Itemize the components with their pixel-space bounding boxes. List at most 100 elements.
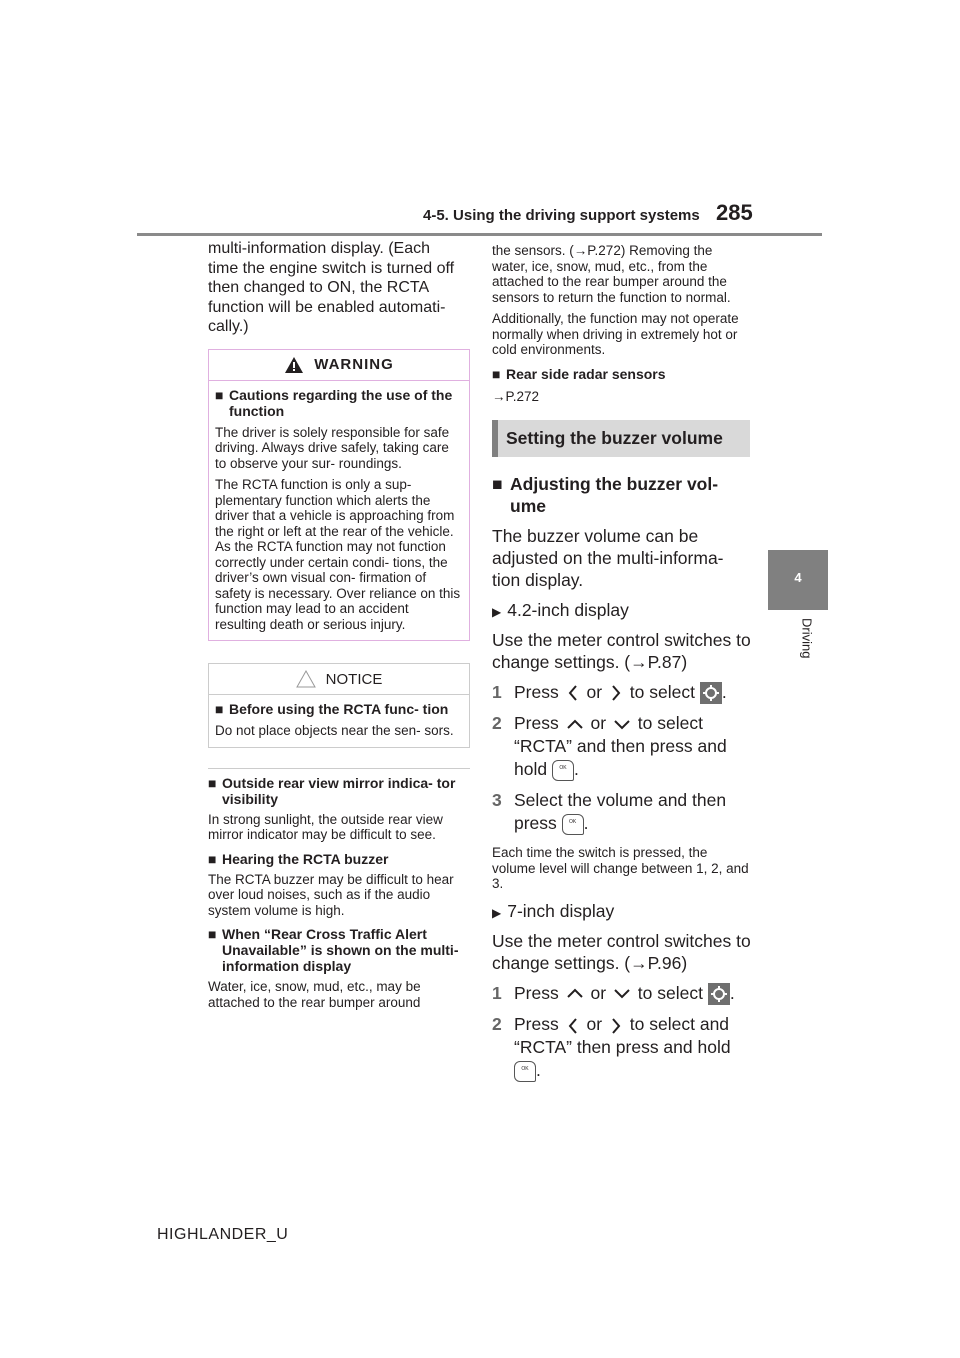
step-text-part: to select “RCTA” and then press and hold — [514, 713, 727, 780]
info-subhead-text: Outside rear view mirror indica- tor vis… — [222, 774, 456, 807]
page-number: 285 — [716, 200, 753, 225]
step-text: Press or to select . — [514, 681, 727, 705]
warning-subhead: ■ Cautions regarding the use of the funct… — [215, 387, 463, 419]
chevron-up-icon — [566, 719, 583, 729]
square-bullet-icon: ■ — [492, 365, 501, 382]
square-bullet-icon: ■ — [208, 774, 217, 791]
paragraph: Use the meter control switches to change… — [492, 630, 751, 672]
step-text: Press or to select “RCTA” and then press… — [514, 712, 754, 782]
ok-button-icon: OK — [551, 760, 574, 782]
warning-paragraph: The RCTA function is only a sup- plement… — [215, 477, 461, 632]
step-text: Select the volume and then press OK. — [514, 789, 754, 836]
info-subhead: ■ When “Rear Cross Traffic Alert Unavaila… — [208, 926, 470, 974]
step: 1 Press or to select . — [492, 982, 754, 1006]
display-option: ▶ 4.2-inch display — [492, 599, 754, 623]
step: 2 Press or to select “RCTA” and then pre… — [492, 712, 754, 782]
display-option-label: 7-inch display — [507, 900, 615, 921]
square-bullet-icon: ■ — [208, 926, 217, 942]
right-column: the sensors. (→P.272) Removing the water… — [492, 243, 754, 1083]
warning-header: WARNING — [209, 350, 469, 381]
chevron-right-icon — [612, 685, 621, 702]
continued-paragraph: the sensors. (→P.272) Removing the water… — [492, 243, 731, 305]
info-paragraph: In strong sunlight, the outside rear vie… — [208, 811, 443, 843]
step: 3 Select the volume and then press OK. — [492, 789, 754, 836]
chapter-tab: 4 — [768, 550, 828, 610]
page-header-title: 4-5. Using the driving support systems — [423, 207, 700, 224]
notice-subhead-text: Before using the RCTA func- tion — [229, 701, 449, 717]
step-text: Press or to select . — [514, 982, 735, 1006]
notice-subhead: ■ Before using the RCTA func- tion — [215, 701, 463, 717]
step-number: 1 — [492, 682, 502, 702]
settings-gear-icon — [699, 682, 722, 705]
square-bullet-icon: ■ — [215, 386, 224, 403]
step-text-part: Select the volume and then press — [514, 790, 727, 834]
info-subhead-text: Hearing the RCTA buzzer — [222, 850, 389, 867]
chevron-up-icon — [566, 988, 583, 998]
subsection-heading: ■ Adjusting the buzzer vol- ume — [492, 473, 754, 517]
note: Each time the switch is pressed, the vol… — [492, 845, 749, 892]
step-text-part: Press — [514, 682, 559, 702]
info-subhead: ■ Hearing the RCTA buzzer — [208, 851, 470, 867]
notice-header: NOTICE — [209, 664, 469, 695]
square-bullet-icon: ■ — [208, 850, 217, 867]
square-bullet-icon: ■ — [492, 474, 503, 494]
step-text-part: or — [586, 682, 603, 702]
caution-icon — [295, 670, 316, 688]
notice-box: NOTICE ■ Before using the RCTA func- tion… — [208, 663, 470, 748]
step-text-part: . — [721, 682, 727, 702]
info-paragraph: The RCTA buzzer may be difficult to hear… — [208, 871, 454, 918]
info-section: ■ Outside rear view mirror indica- tor vi… — [208, 767, 470, 1011]
warning-subhead-text: Cautions regarding the use of the functi… — [229, 386, 453, 419]
chapter-label-text: Driving — [799, 618, 815, 659]
notice-paragraph: Do not place objects near the sen- sors. — [215, 723, 454, 738]
step-text-part: Press — [514, 713, 559, 734]
step: 1 Press or to select . — [492, 681, 754, 705]
notice-title: NOTICE — [325, 670, 383, 688]
step-text-part: or — [586, 1014, 603, 1035]
triangle-bullet-icon: ▶ — [492, 905, 502, 920]
header-rule — [137, 233, 822, 236]
step-text-part: to select — [629, 682, 695, 702]
square-bullet-icon: ■ — [215, 701, 224, 717]
section-heading: Setting the buzzer volume — [492, 420, 750, 457]
step-text-part: . — [536, 1060, 541, 1081]
step-text-part: to select — [637, 982, 703, 1003]
step-text-part: or — [590, 982, 607, 1003]
chevron-left-icon — [568, 685, 577, 702]
step-text-part: . — [729, 982, 735, 1003]
paragraph: Use the meter control switches to change… — [492, 930, 751, 973]
intro-text: multi-information display. (Each time th… — [208, 240, 455, 335]
paragraph: The buzzer volume can be adjusted on the… — [492, 526, 724, 590]
subsection-heading-text: Adjusting the buzzer vol- ume — [510, 474, 719, 516]
left-column: multi-information display. (Each time th… — [208, 239, 470, 1010]
info-subhead: ■ Outside rear view mirror indica- tor vi… — [208, 775, 470, 807]
settings-gear-icon — [707, 983, 730, 1006]
step-text-part: . — [583, 813, 589, 834]
step-text-part: or — [590, 713, 607, 734]
info-subhead: ■Rear side radar sensors — [492, 366, 754, 382]
info-paragraph: Water, ice, snow, mud, etc., may be atta… — [208, 979, 421, 1010]
display-option: ▶ 7-inch display — [492, 900, 754, 924]
chevron-right-icon — [612, 1017, 621, 1034]
display-option-label: 4.2-inch display — [507, 600, 629, 620]
step-text-part: . — [573, 759, 579, 780]
ok-button-icon: OK — [561, 814, 584, 836]
step-number: 1 — [492, 982, 502, 1003]
step-text-part: Press — [514, 1014, 559, 1035]
warning-title: WARNING — [314, 356, 394, 373]
warning-icon — [285, 356, 304, 373]
page-reference: →P.272 — [492, 388, 540, 404]
chapter-label: Driving — [768, 618, 828, 658]
step: 2 Press or to select and “RCTA” then pre… — [492, 1013, 754, 1083]
step-number: 2 — [492, 713, 502, 734]
step-number: 3 — [492, 790, 502, 811]
footer-model: HIGHLANDER_U — [157, 1226, 289, 1243]
warning-box: WARNING ■ Cautions regarding the use of t… — [208, 348, 470, 641]
paragraph: Additionally, the function may not opera… — [492, 311, 739, 357]
info-subhead-text: When “Rear Cross Traffic Alert Unavailab… — [222, 926, 459, 974]
step-text: Press or to select and “RCTA” then press… — [514, 1013, 754, 1083]
step-text-part: to select and “RCTA” then press and hold — [514, 1014, 731, 1058]
ok-button-icon: OK — [514, 1061, 536, 1083]
triangle-bullet-icon: ▶ — [492, 605, 502, 619]
step-number: 2 — [492, 1014, 502, 1035]
